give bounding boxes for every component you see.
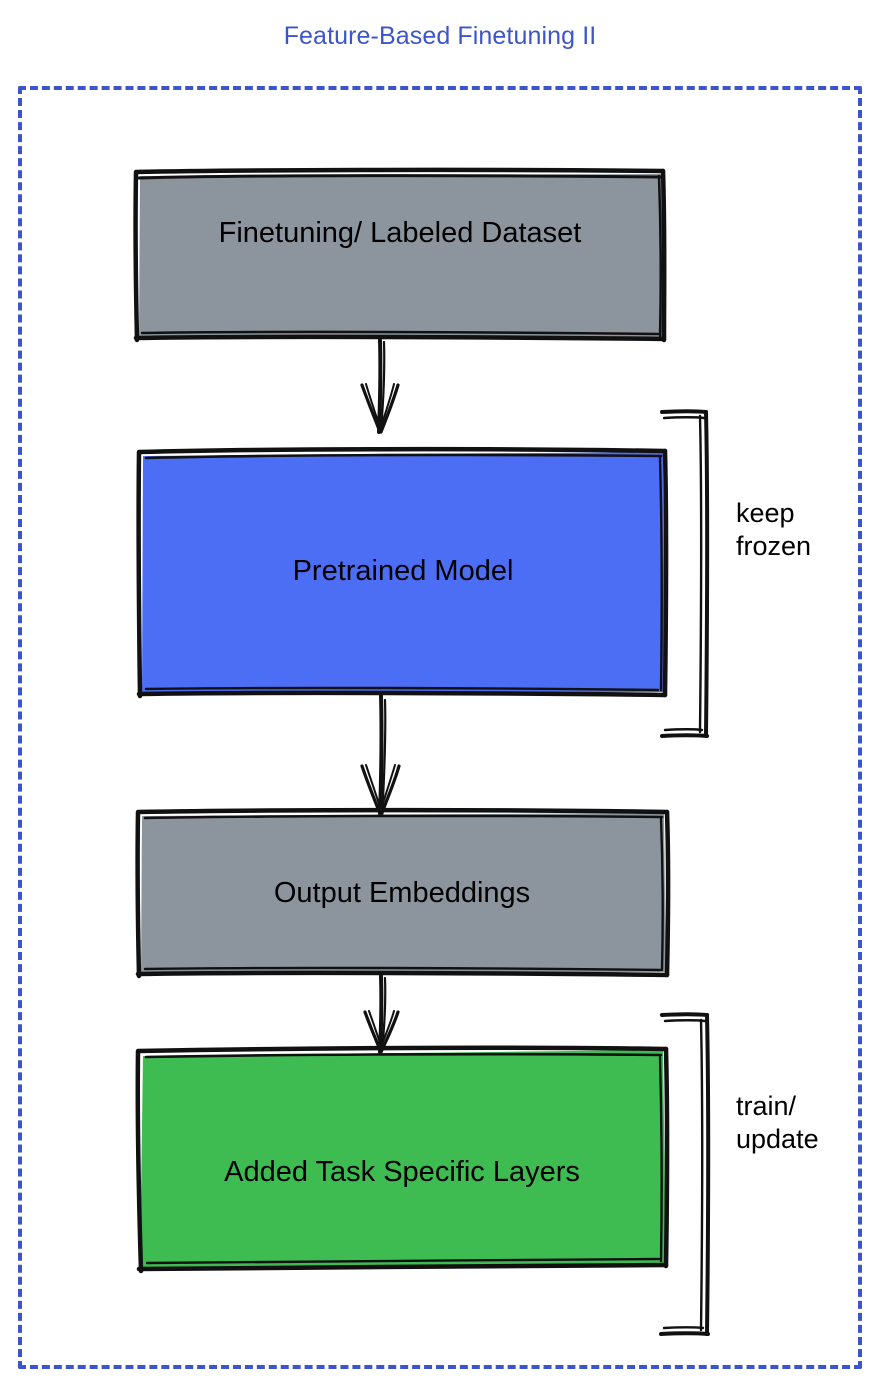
page-title: Feature-Based Finetuning II (283, 22, 597, 50)
bracket-keep-frozen (660, 409, 710, 738)
annotation-keep-frozen: keep frozen (736, 498, 812, 561)
node-output-embeddings[interactable] (135, 807, 671, 979)
edge-pretrained-to-embeddings (360, 694, 401, 818)
edge-dataset-to-pretrained (360, 338, 400, 434)
node-finetuning-dataset[interactable] (133, 167, 667, 343)
annotation-train-update: train/ update (736, 1091, 819, 1154)
node-added-task-specific-layers[interactable] (135, 1045, 670, 1274)
edge-embeddings-to-task-layers (363, 974, 400, 1054)
node-pretrained-model[interactable] (136, 446, 669, 699)
node-label-output-embeddings: Output Embeddings (273, 877, 531, 909)
node-label-pretrained-model: Pretrained Model (292, 555, 514, 587)
node-label-added-task-specific-layers: Added Task Specific Layers (224, 1156, 580, 1188)
node-label-finetuning-dataset: Finetuning/ Labeled Dataset (218, 217, 582, 249)
bracket-train-update (659, 1012, 711, 1336)
